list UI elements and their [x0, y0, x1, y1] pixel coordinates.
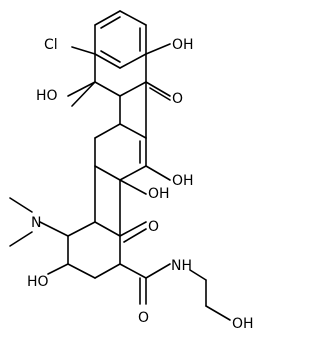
bond — [9, 231, 33, 247]
bond — [94, 10, 121, 26]
double-bond-inner — [100, 16, 121, 29]
hydroxyl-label-c12a: OH — [148, 186, 170, 202]
bond — [39, 221, 69, 237]
bond — [71, 46, 96, 55]
bond — [149, 87, 171, 101]
double-bond-inner — [100, 50, 121, 63]
carbonyl-oxygen-c1: O — [148, 219, 159, 235]
bond — [119, 10, 147, 26]
bond — [9, 197, 33, 213]
amide-carbonyl-oxygen: O — [138, 310, 149, 326]
bond — [145, 165, 171, 181]
bond — [94, 81, 121, 97]
bond — [123, 228, 147, 243]
bond — [119, 179, 147, 195]
chemical-structure-diagram: Cl OH HO O OH OH O N HO O NH OH — [9, 10, 254, 332]
hydroxyl-label-c12: OH — [172, 173, 194, 189]
hydroxyl-label-c3: HO — [27, 274, 49, 290]
bond — [67, 221, 96, 237]
bond — [119, 81, 147, 97]
bond — [119, 53, 147, 69]
ring-c — [94, 53, 147, 139]
substituent-bonds — [9, 43, 231, 321]
carbonyl-oxygen-c11: O — [172, 91, 183, 107]
bond — [94, 221, 121, 237]
amide-nh-label: NH — [171, 258, 192, 274]
ring-b — [94, 123, 147, 181]
bond — [119, 221, 147, 237]
bond — [94, 123, 121, 139]
bond — [94, 165, 121, 181]
bond — [71, 81, 96, 107]
chlorine-label: Cl — [44, 37, 58, 53]
bond — [145, 43, 171, 55]
bond — [145, 81, 171, 97]
bond — [205, 305, 231, 321]
ring-a — [67, 165, 121, 279]
bond — [189, 269, 207, 281]
hydroxyl-label-terminal: OH — [232, 316, 254, 332]
bond — [47, 263, 69, 275]
aromatic-ring-d — [94, 10, 147, 69]
bond — [67, 263, 96, 279]
hydroxyl-label-c6: HO — [36, 88, 58, 104]
atom-labels: Cl OH HO O OH OH O N HO O NH OH — [27, 37, 254, 332]
hydroxyl-label-top: OH — [172, 37, 194, 53]
bond — [67, 81, 96, 97]
bond — [145, 263, 171, 279]
bond — [119, 123, 147, 139]
bond — [94, 263, 121, 279]
dimethylamino-nitrogen: N — [31, 215, 41, 231]
bond — [119, 165, 147, 181]
bond — [94, 53, 121, 69]
bond — [119, 263, 147, 279]
